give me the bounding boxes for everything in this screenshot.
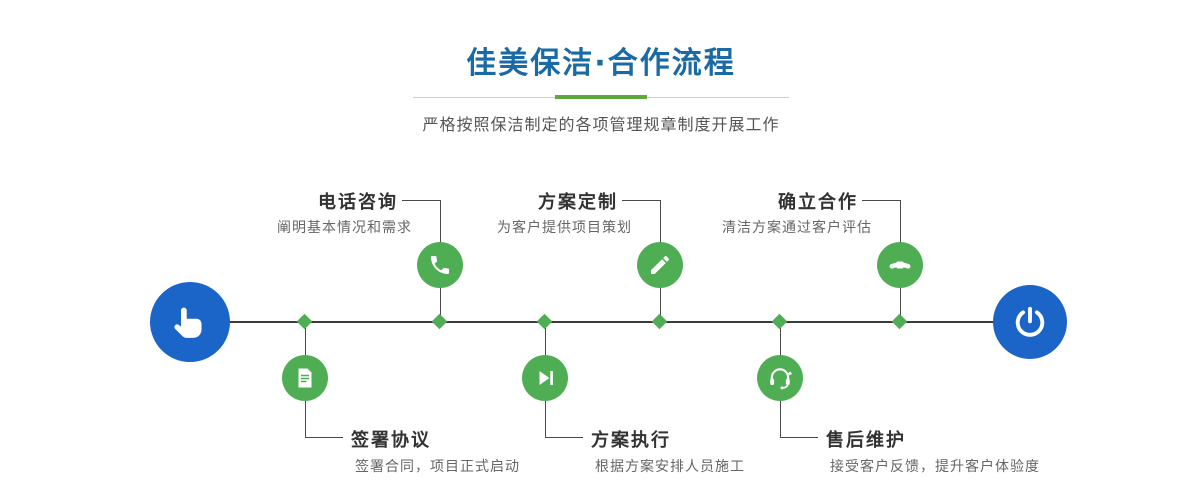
step-icon-circle xyxy=(417,242,463,288)
step-title: 确立合作 xyxy=(778,192,858,213)
step-description: 清洁方案通过客户评估 xyxy=(722,220,872,236)
step-icon-circle xyxy=(757,355,803,401)
page-title: 佳美保洁·合作流程 xyxy=(466,46,736,81)
connector-line xyxy=(545,437,583,438)
step-icon-circle xyxy=(282,355,328,401)
step-title: 签署协议 xyxy=(351,430,431,451)
document-sign-icon xyxy=(293,366,317,390)
timeline-line xyxy=(190,321,1030,323)
step-icon-circle xyxy=(877,242,923,288)
step-title: 方案执行 xyxy=(591,430,671,451)
page-subtitle: 严格按照保洁制定的各项管理规章制度开展工作 xyxy=(422,115,780,134)
step-description: 根据方案安排人员施工 xyxy=(595,459,745,475)
timeline-node-diamond xyxy=(536,313,553,330)
connector-line xyxy=(305,437,343,438)
handshake-icon xyxy=(887,252,913,278)
headset-service-icon xyxy=(767,365,793,391)
step-description: 签署合同，项目正式启动 xyxy=(355,459,520,475)
timeline-end-node xyxy=(993,285,1067,359)
timeline-node-diamond xyxy=(296,313,313,330)
phone-icon xyxy=(428,253,452,277)
power-icon xyxy=(1012,304,1048,340)
step-icon-circle xyxy=(637,242,683,288)
timeline-node-diamond xyxy=(891,313,908,330)
step-title: 方案定制 xyxy=(538,192,618,213)
connector-line xyxy=(780,437,818,438)
pencil-design-icon xyxy=(648,253,672,277)
step-description: 为客户提供项目策划 xyxy=(497,220,632,236)
connector-line xyxy=(402,200,440,201)
step-title: 电话咨询 xyxy=(318,192,398,213)
play-execute-icon xyxy=(533,366,557,390)
divider-accent xyxy=(555,95,647,99)
connector-line xyxy=(862,200,900,201)
timeline-node-diamond xyxy=(651,313,668,330)
step-icon-circle xyxy=(522,355,568,401)
timeline-node-diamond xyxy=(771,313,788,330)
timeline-node-diamond xyxy=(431,313,448,330)
timeline-start-node xyxy=(150,282,230,362)
connector-line xyxy=(622,200,660,201)
step-description: 阐明基本情况和需求 xyxy=(277,220,412,236)
step-title: 售后维护 xyxy=(826,430,906,451)
hand-pointer-icon xyxy=(170,302,210,342)
step-description: 接受客户反馈，提升客户体验度 xyxy=(830,459,1040,475)
